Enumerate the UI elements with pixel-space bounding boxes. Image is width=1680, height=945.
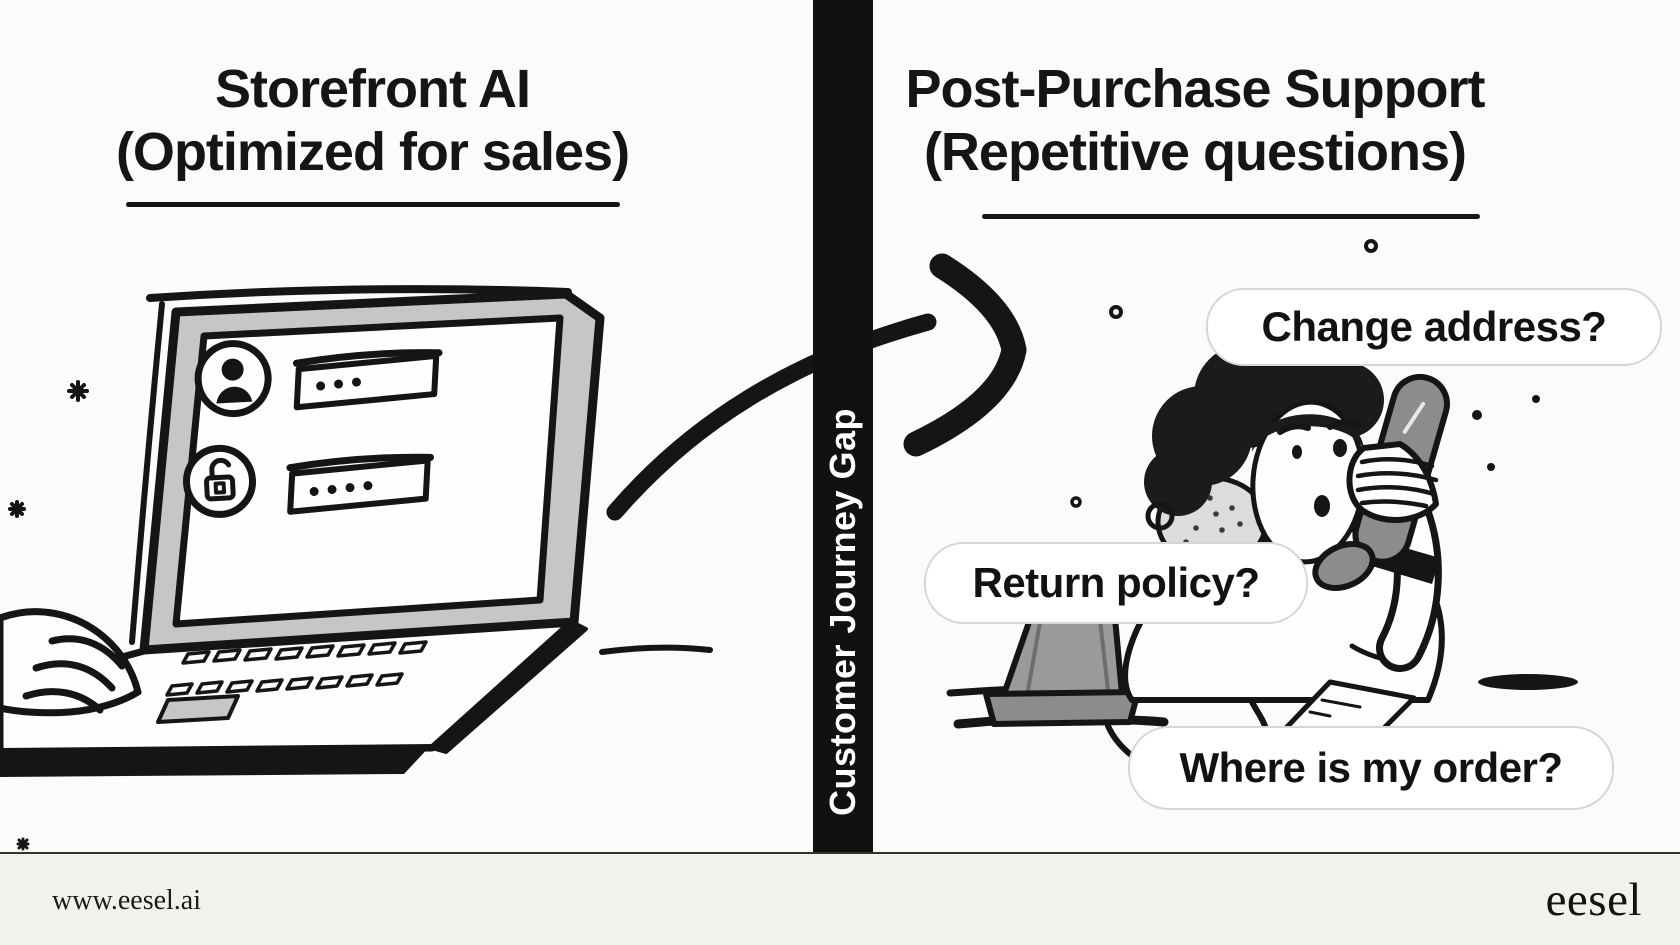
right-title-line1: Post-Purchase Support [905,59,1485,119]
sparkle-icon [8,380,89,851]
left-title-line2: (Optimized for sales) [115,121,630,182]
footer-bar: www.eesel.ai eesel [0,852,1680,945]
bubble-text: Where is my order? [1179,744,1563,791]
user-icon [194,340,272,418]
speech-bubble-change-address: Change address? [1206,288,1662,366]
customer-on-phone-illustration [946,239,1578,783]
hand-holding-handset [1346,441,1439,523]
left-title-line1: Storefront AI [215,59,531,119]
username-field [292,349,443,411]
trackpad [156,694,240,724]
laptop-illustration [0,285,713,777]
right-title-underline [982,214,1480,219]
password-field [286,453,435,515]
divider-label: Customer Journey Gap [822,407,863,817]
keyboard [165,640,428,697]
face-features [1277,419,1361,517]
customer-journey-gap-bar: Customer Journey Gap [813,0,873,852]
speck-dots [1070,239,1540,508]
speech-bubble-return-policy: Return policy? [924,542,1308,624]
desk-line-left [599,644,713,655]
website-url: www.eesel.ai [52,884,202,916]
bubble-text: Change address? [1261,303,1607,350]
right-title-line2: (Repetitive questions) [923,121,1467,182]
bubble-text: Return policy? [972,559,1260,606]
eesel-logo: eesel [1545,873,1642,926]
handset-mouthpiece [1312,541,1376,591]
speech-bubble-where-order: Where is my order? [1128,726,1614,810]
typing-hand [0,608,142,717]
arrow-icon [606,253,1027,521]
hair [1144,332,1384,516]
lock-icon [182,444,256,518]
right-panel-title: Post-Purchase Support (Repetitive questi… [875,58,1515,183]
left-panel-title: Storefront AI (Optimized for sales) [40,58,705,183]
left-title-underline [126,202,620,207]
